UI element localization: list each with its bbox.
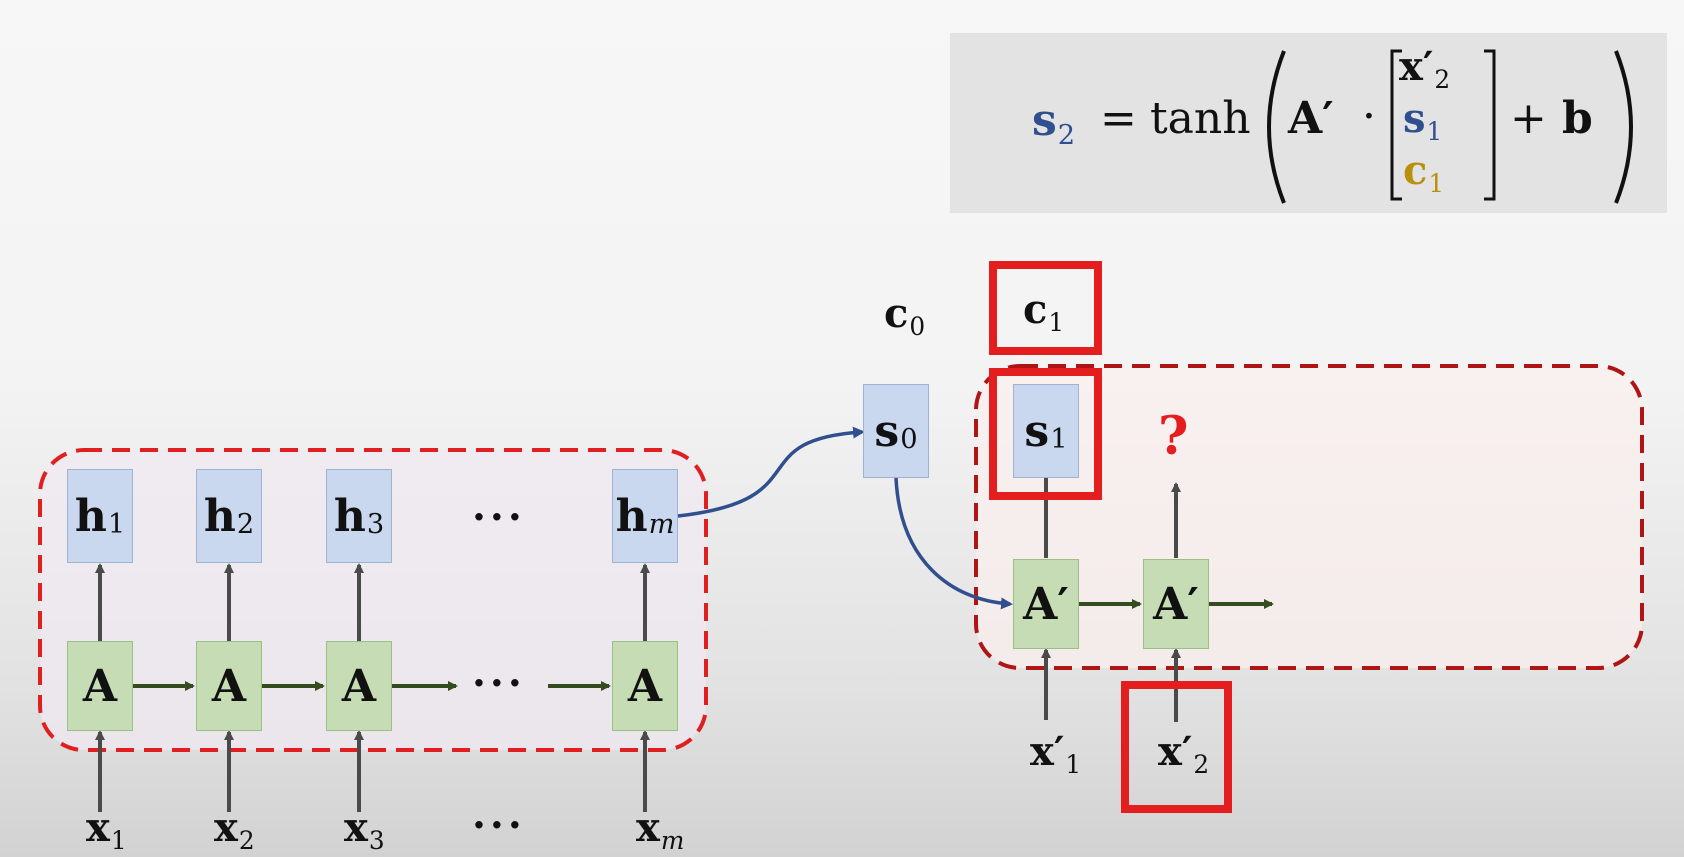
context-c0: c0 [884, 290, 926, 341]
vector-entry-x2prime: x′2 [1399, 43, 1451, 94]
hidden-ellipsis: ··· [472, 494, 526, 541]
decoder-cell-2: A′ [1143, 559, 1209, 649]
formula-lhs: s2 [1032, 95, 1076, 151]
formula-box: s2 = tanh A′ · x′2 s1 c1 + b [950, 33, 1667, 213]
formula-plus: + [1510, 93, 1547, 144]
unknown-output: ? [1158, 406, 1189, 467]
input-ellipsis: ··· [472, 802, 526, 849]
input-x2prime: x′2 [1158, 728, 1210, 779]
context-c1: c1 [1023, 286, 1065, 337]
input-x2: x2 [214, 804, 255, 855]
decoder-cell-1: A′ [1013, 559, 1079, 649]
decoder-region [974, 364, 1644, 670]
encoder-cell-m: A [612, 641, 678, 731]
arrow-hm-s0 [677, 426, 865, 518]
encoder-cell-3: A [326, 641, 392, 731]
highlight-c1 [989, 261, 1102, 355]
arrow-s0-a1prime [894, 477, 1013, 610]
vector-entry-c1: c1 [1403, 147, 1445, 198]
formula-tanh: tanh [1150, 93, 1251, 144]
encoder-cell-1: A [67, 641, 133, 731]
input-x3: x3 [344, 804, 385, 855]
formula-bias: b [1562, 93, 1593, 144]
right-paren [1614, 50, 1633, 204]
cell-ellipsis: ··· [472, 660, 526, 707]
vector-brackets [1390, 49, 1496, 201]
highlight-s1 [989, 368, 1102, 500]
formula-matrix: A′ [1288, 93, 1334, 144]
input-x1: x1 [86, 804, 127, 855]
vector-entry-s1: s1 [1403, 95, 1443, 146]
input-x1prime: x′1 [1030, 728, 1082, 779]
formula-equals: = [1100, 93, 1137, 144]
encoder-cell-2: A [196, 641, 262, 731]
input-xm: xm [636, 804, 685, 855]
formula-dot: · [1362, 91, 1376, 142]
left-paren [1267, 50, 1286, 204]
highlight-x2prime [1121, 681, 1232, 813]
